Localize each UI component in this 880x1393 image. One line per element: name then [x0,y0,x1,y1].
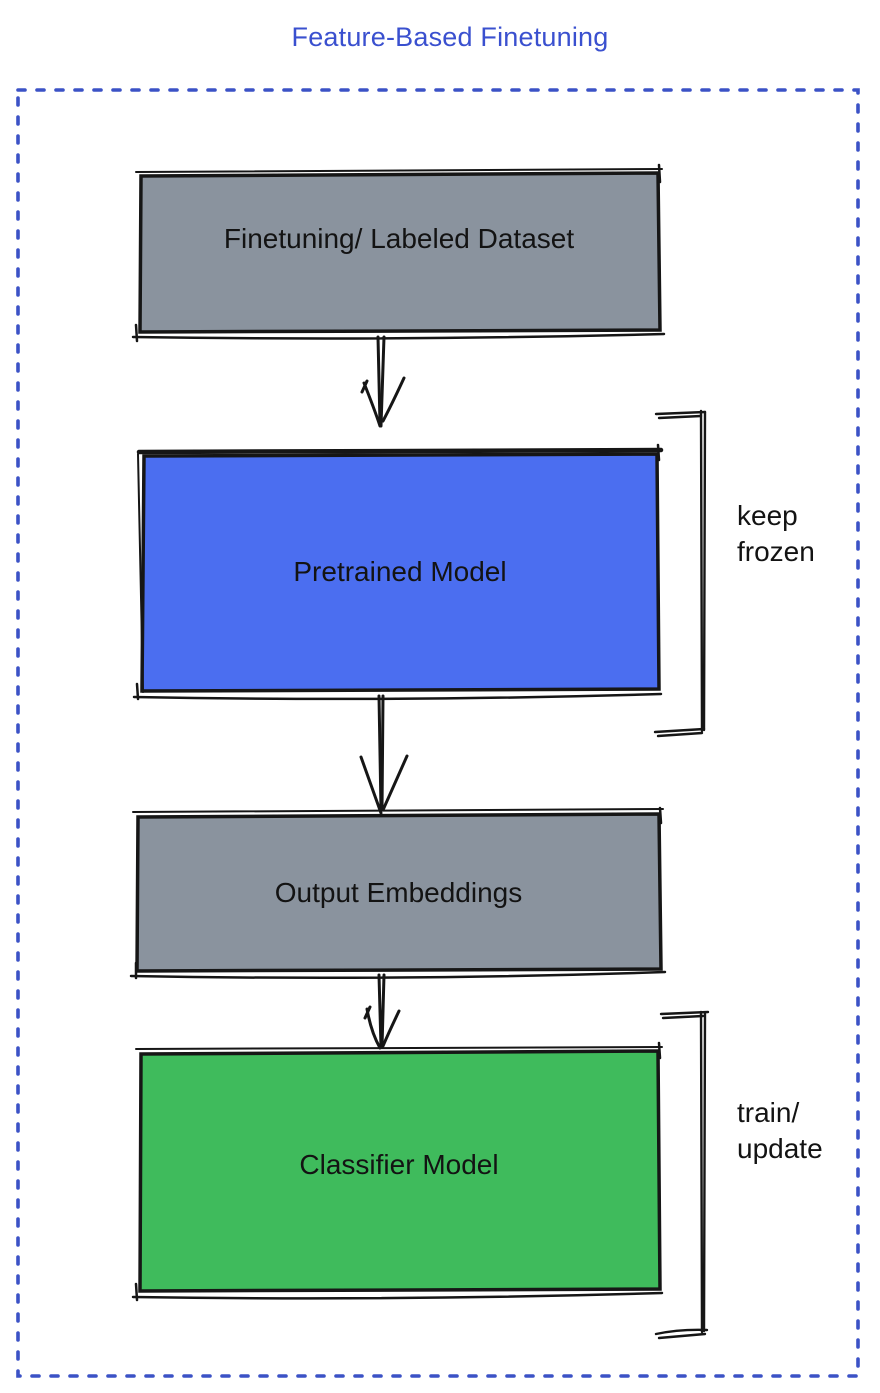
arrow-pretrained-to-embeddings [359,694,409,815]
box-finetuning-dataset [131,163,666,343]
box-output-embeddings [129,806,667,980]
annotation-keep-frozen: keep frozen [737,500,815,567]
bracket-keep-frozen [653,409,707,738]
box-classifier-model [131,1041,664,1302]
arrow-dataset-to-pretrained [360,335,406,428]
box-pretrained-model [132,443,664,701]
diagram-title: Feature-Based Finetuning [291,22,609,52]
dashed-frame [16,88,860,1378]
bracket-train-update [654,1010,710,1340]
annotation-train-update: train/ update [737,1097,823,1164]
arrow-embeddings-to-classifier [363,973,401,1050]
